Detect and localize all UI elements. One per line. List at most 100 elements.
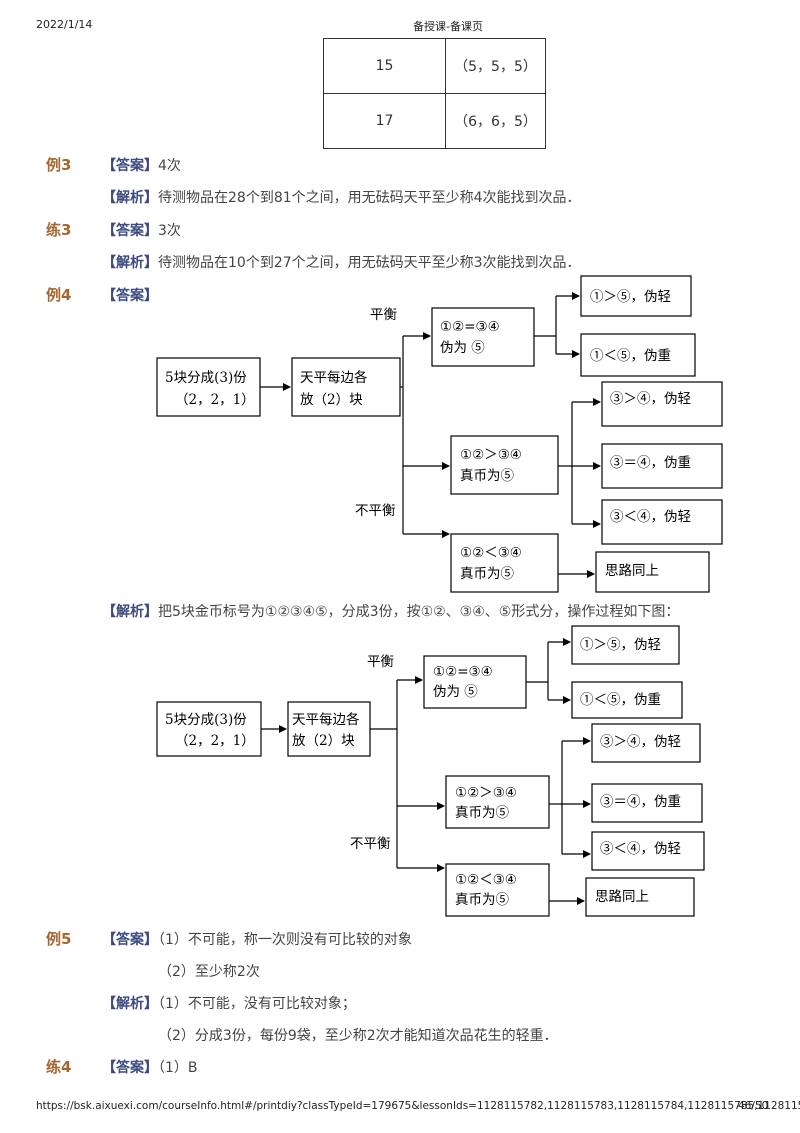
result-text: ③＞④，伪轻 [610,391,691,407]
ex5-analysis-1: （1）不可能，没有可比较对象； [158,996,356,1012]
pr3-analysis-text: 待测物品在10个到27个之间，用无砝码天平至少称3次能找到次品． [158,255,581,271]
greater-text-1: ①②＞③④ [455,785,517,801]
answer-tag: 【答案】 [102,1060,158,1076]
same-text: 思路同上 [595,889,649,905]
less-box [445,863,550,917]
page-header-title: 备授课-备课页 [413,20,483,33]
result-text: ③＜④，伪轻 [600,841,681,857]
unbalance-label: 不平衡 [350,836,391,852]
result-text: ③＝④，伪重 [610,455,691,471]
answer-tag: 【答案】 [102,932,158,948]
result-box [580,333,696,377]
equal-text-1: ①②=③④ [440,319,500,335]
result-box [601,381,723,427]
result-text: ①＞⑤，伪轻 [580,637,661,653]
start-text-1: 5块分成(3)份 [165,370,247,386]
flowchart-analysis: 5块分成(3)份 （2，2，1） 天平每边各 放（2）块 平衡 ①②=③④ 伪为… [156,625,705,917]
print-date: 2022/1/14 [36,18,93,31]
weigh-text-2: 放（2）块 [292,733,355,749]
result-box [591,723,701,763]
ex5-answer: 【答案】（1）不可能，称一次则没有可比较的对象 [102,929,412,949]
less-text-2: 真币为⑤ [460,566,514,582]
result-box [601,443,723,489]
less-text-1: ①②＜③④ [460,545,522,561]
table-row: 15 （5，5，5） [323,38,546,94]
balance-label: 平衡 [367,654,394,670]
ex5-answer-2: （2）至少称2次 [158,964,260,980]
result-text: ③＜④，伪轻 [610,509,691,525]
ex5-analysis-2: （2）分成3份，每份9袋，至少称2次才能知道次品花生的轻重． [158,1028,558,1044]
weigh-text-1: 天平每边各 [292,712,360,728]
ex3-analysis-text: 待测物品在28个到81个之间，用无砝码天平至少称4次能找到次品． [158,190,581,206]
less-text-1: ①②＜③④ [455,872,517,888]
equal-text-2: 伪为 ⑤ [440,340,485,356]
result-text: ①＜⑤，伪重 [590,348,671,364]
pr3-answer: 【答案】3次 [102,220,181,240]
weigh-text-1: 天平每边各 [300,370,368,386]
weigh-text-2: 放（2）块 [300,392,363,408]
result-box [571,681,683,719]
table-cell-count: 15 [323,38,446,94]
analysis-tag: 【解析】 [102,190,158,206]
result-text: ①＞⑤，伪轻 [590,289,671,305]
ex3-analysis: 【解析】待测物品在28个到81个之间，用无砝码天平至少称4次能找到次品． [102,187,581,207]
label-ex3: 例3 [46,156,72,174]
unbalance-label: 不平衡 [355,503,396,519]
result-box [601,499,723,545]
label-pr3: 练3 [46,221,72,239]
footer-url[interactable]: https://bsk.aixuexi.com/courseInfo.html#… [36,1100,800,1112]
balance-label: 平衡 [370,307,397,323]
start-box [156,701,262,757]
ex5-analysis: 【解析】（1）不可能，没有可比较对象； [102,993,356,1013]
result-box [580,275,692,317]
start-text-2: （2，2，1） [175,733,255,749]
label-ex5: 例5 [46,930,72,948]
same-box [595,551,710,593]
analysis-tag: 【解析】 [102,255,158,271]
weigh-box [287,701,371,757]
analysis-tag: 【解析】 [102,604,158,620]
flowchart-answer: 5块分成(3)份 （2，2，1） 天平每边各 放（2）块 平衡 ①②=③④ 伪为… [156,275,723,593]
less-text-2: 真币为⑤ [455,892,509,908]
result-box [591,783,703,823]
same-text: 思路同上 [605,563,659,579]
result-text: ③＞④，伪轻 [600,734,681,750]
table-cell-split: （6，6，5） [445,93,546,149]
equal-box [423,655,527,709]
table-cell-split: （5，5，5） [445,38,546,94]
pr3-answer-text: 3次 [158,223,181,239]
answer-tag: 【答案】 [102,223,158,239]
label-pr4: 练4 [46,1058,72,1076]
result-box [571,625,680,665]
greater-text-2: 真币为⑤ [455,805,509,821]
start-text-1: 5块分成(3)份 [165,712,247,728]
ex4-analysis: 【解析】把5块金币标号为①②③④⑤，分成3份，按①②、③④、⑤形式分，操作过程如… [102,601,679,621]
pr3-analysis: 【解析】待测物品在10个到27个之间，用无砝码天平至少称3次能找到次品． [102,252,581,272]
label-ex4: 例4 [46,286,72,304]
result-text: ①＜⑤，伪重 [580,692,661,708]
less-box [450,533,559,593]
ex4-answer: 【答案】 [102,285,158,305]
pr4-answer: 【答案】（1）B [102,1057,198,1077]
ex3-answer-text: 4次 [158,158,181,174]
answer-tag: 【答案】 [102,158,158,174]
analysis-tag: 【解析】 [102,996,158,1012]
page-number: 46/50 [738,1100,769,1112]
ex3-answer: 【答案】4次 [102,155,181,175]
table-row: 17 （6，6，5） [323,93,546,149]
pr4-answer-text: （1）B [158,1060,198,1076]
greater-text-2: 真币为⑤ [460,468,514,484]
result-box [591,831,705,871]
ex4-analysis-text: 把5块金币标号为①②③④⑤，分成3份，按①②、③④、⑤形式分，操作过程如下图： [158,604,680,620]
greater-box [450,435,559,495]
same-box [585,877,695,917]
equal-text-1: ①②=③④ [433,664,493,680]
split-table: 15 （5，5，5） 17 （6，6，5） [323,38,546,149]
equal-box [431,307,535,367]
greater-box [445,775,550,829]
weigh-box [291,357,401,417]
table-cell-count: 17 [323,93,446,149]
result-text: ③＝④，伪重 [600,794,681,810]
answer-tag: 【答案】 [102,288,158,304]
equal-text-2: 伪为 ⑤ [433,684,478,700]
